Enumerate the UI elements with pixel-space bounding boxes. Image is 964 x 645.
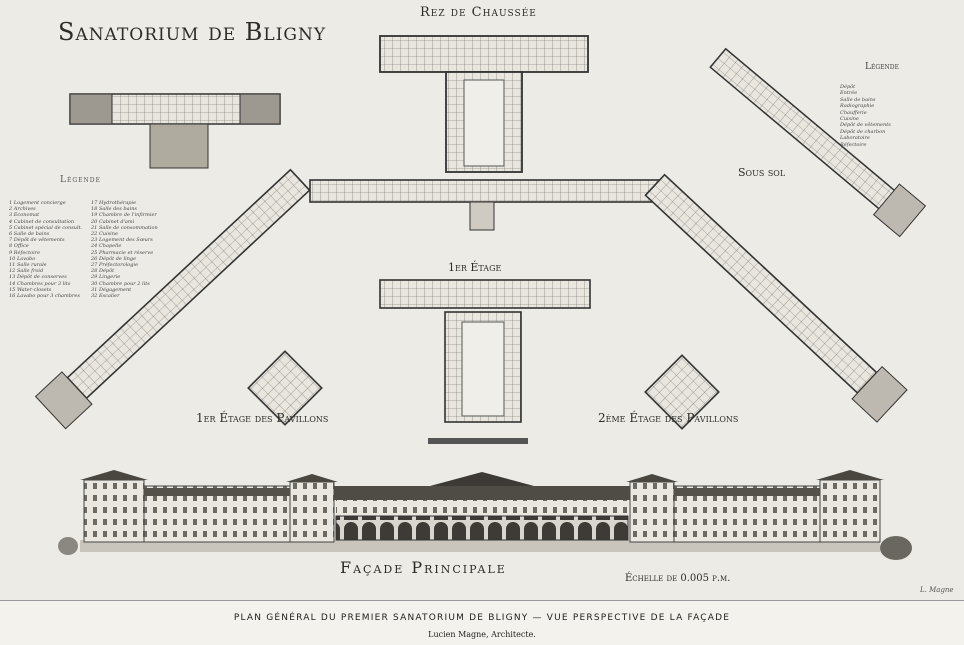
legende-left-heading: Légende xyxy=(60,175,101,185)
legend-item: Radiographie xyxy=(840,103,875,110)
sous-sol-label: Sous sol xyxy=(738,166,786,179)
plate-title: Sanatorium de Bligny xyxy=(58,18,327,46)
rez-de-chaussee-plan xyxy=(309,35,661,231)
legend-item: 23 Logement des Sœurs xyxy=(91,237,153,244)
legend-item: 13 Dépôt de conserves xyxy=(9,274,67,281)
legend-item: 31 Dégagement xyxy=(91,286,132,293)
sous-sol-plan xyxy=(709,47,927,238)
small-plan-top-left xyxy=(69,93,281,169)
legend-item: 16 Lavabo pour 3 chambres xyxy=(9,293,80,300)
legend-item: Salle de bains xyxy=(840,96,876,103)
legend-item: Cuisine xyxy=(840,116,859,123)
legend-item: 11 Salle rurale xyxy=(9,262,47,269)
legend-item: 7 Dépôt de vêtements xyxy=(9,237,65,244)
legend-item: Dépôt de charbon xyxy=(840,128,886,135)
legend-item: 6 Salle de bains xyxy=(9,231,50,238)
architect-signature: L. Magne xyxy=(920,586,954,594)
legend-item: 17 Hydrothérapie xyxy=(91,200,137,206)
legend-item: 28 Dépôt xyxy=(91,268,115,275)
legend-item: 24 Chapelle xyxy=(91,243,122,250)
right-wing-plan xyxy=(644,173,908,423)
premier-etage-label: 1er Étage xyxy=(448,261,502,274)
legend-item: 5 Cabinet spécial de consult. xyxy=(9,224,83,231)
legend-item: 32 Escalier xyxy=(91,293,120,300)
pavilion-plan-1 xyxy=(247,350,323,426)
legend-item: 2 Archives xyxy=(9,206,36,213)
rez-de-chaussee-label: Rez de Chaussée xyxy=(420,5,537,20)
pavilion-plan-2 xyxy=(644,354,720,430)
legend-item: 4 Cabinet de consultation xyxy=(9,218,75,225)
legend-item: 26 Dépôt de linge xyxy=(91,255,137,262)
left-wing-plan xyxy=(34,168,311,430)
legend-item: Laboratoire xyxy=(840,135,870,142)
legende-right-heading: Légende xyxy=(865,62,899,72)
legend-item: 21 Salle de consommation xyxy=(91,224,158,231)
legend-item: 12 Salle froid xyxy=(9,268,44,275)
facade-label: Façade Principale xyxy=(340,558,507,577)
pavillons-1-label: 1er Étage des Pavillons xyxy=(196,411,329,425)
premier-etage-plan xyxy=(379,279,591,444)
pavillons-2-label: 2ème Étage des Pavillons xyxy=(598,411,739,425)
legend-item: 25 Pharmacie et réserve xyxy=(91,249,154,256)
legend-item: 1 Logement concierge xyxy=(9,200,66,206)
legend-item: 20 Cabinet d'ami xyxy=(91,218,135,225)
plans-drawing xyxy=(34,35,927,560)
facade-elevation xyxy=(58,470,912,560)
legend-item: 10 Lavabo xyxy=(9,255,36,262)
architectural-plate: Sanatorium de Bligny Rez de Chaussée Lég… xyxy=(9,5,954,594)
legend-item: 19 Chambre de l'infirmier xyxy=(91,212,157,219)
legend-item: 3 Économat xyxy=(9,212,40,219)
echelle-label: Échelle de 0.005 p.m. xyxy=(625,573,731,584)
legend-item: 22 Cuisine xyxy=(91,231,118,238)
legend-item: 29 Lingerie xyxy=(91,274,121,281)
legend-item: 30 Chambre pour 2 lits xyxy=(91,280,150,287)
legend-item: Entrée xyxy=(840,90,858,97)
legend-item: 15 Water-closets xyxy=(9,286,52,293)
caption-author: Lucien Magne, Architecte. xyxy=(428,630,536,639)
legend-item: 14 Chambres pour 3 lits xyxy=(9,280,71,287)
legend-item: Dépôt xyxy=(840,84,856,90)
legend-item: 9 Réfectoire xyxy=(9,249,41,256)
divider xyxy=(0,600,964,601)
legend-item: Dépôt de vêtements xyxy=(840,122,891,129)
legend-item: 18 Salle des bains xyxy=(91,206,137,213)
legend-item: Réfectoire xyxy=(840,141,867,148)
legend-item: 27 Préfectorologie xyxy=(91,262,139,269)
legend-item: 8 Office xyxy=(9,243,29,250)
legend-item: Chaufferie xyxy=(840,109,867,116)
caption-title: PLAN GÉNÉRAL DU PREMIER SANATORIUM DE BL… xyxy=(233,613,731,623)
